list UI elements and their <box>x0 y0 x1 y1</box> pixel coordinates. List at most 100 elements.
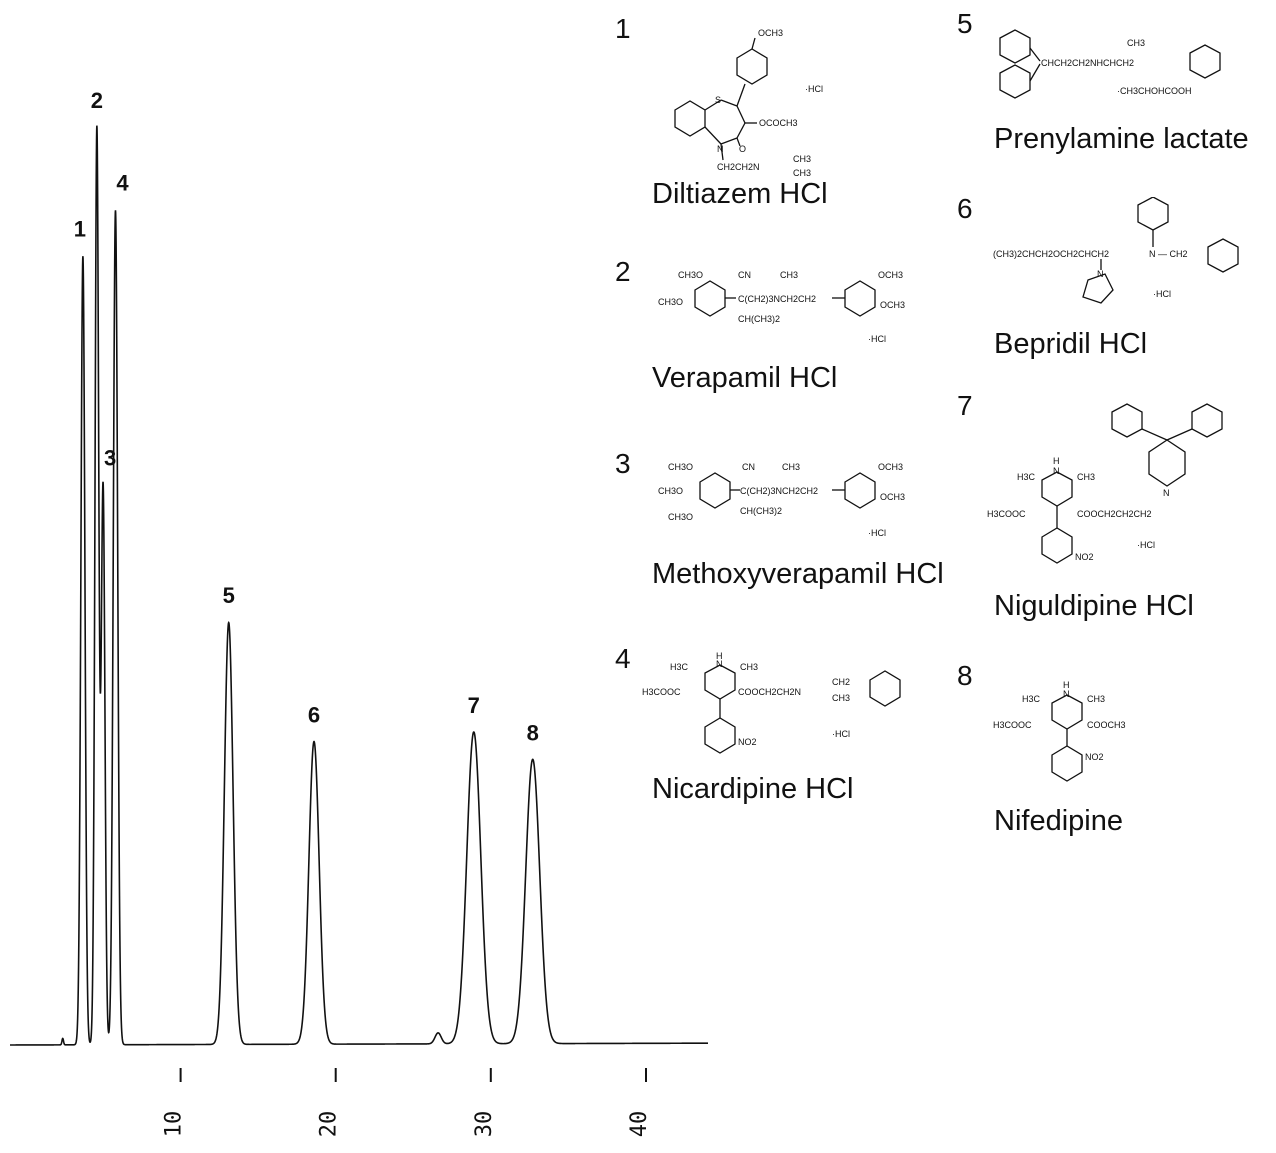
nicardipine-no2-text: NO2 <box>738 737 757 747</box>
compound-5-number: 5 <box>957 8 973 39</box>
compound-5-structure: CHCH2CH2NHCHCH2 CH3 ·CH3CHOHCOOH <box>999 29 1221 99</box>
nifedipine-ch3-text: CH3 <box>1087 694 1105 704</box>
verapamil-ch3o-top-text: CH3O <box>678 270 703 280</box>
compound-8: 8 H N H3C CH3 H3COOC COOCH3 NO2 Nifedipi… <box>957 662 1276 842</box>
compound-4-number: 4 <box>615 643 631 674</box>
compound-8-number: 8 <box>957 660 973 691</box>
verapamil-cn-text: CN <box>738 270 751 280</box>
niguldipine-no2-text: NO2 <box>1075 552 1094 562</box>
methoxyverapamil-ch3o-2-text: CH3O <box>658 486 683 496</box>
peak-label-4: 4 <box>116 171 129 196</box>
nifedipine-n-text: N <box>1063 689 1070 699</box>
diltiazem-och3-text: OCH3 <box>758 28 783 38</box>
methoxyverapamil-och3-top-text: OCH3 <box>878 462 903 472</box>
nicardipine-h3c-text: H3C <box>670 662 689 672</box>
verapamil-isopropyl-text: CH(CH3)2 <box>738 314 780 324</box>
chromatogram-trace-layer <box>10 125 708 1046</box>
peak-label-2: 2 <box>91 88 103 113</box>
x-tick-label-20: 20 <box>317 1111 342 1138</box>
niguldipine-n-text: N <box>1053 466 1060 476</box>
nicardipine-ch3b-text: CH3 <box>832 693 850 703</box>
verapamil-ch3-text: CH3 <box>780 270 798 280</box>
compound-7: 7 H N H3C CH3 H3COOC COOCH2CH2CH2 N NO2 … <box>957 392 1276 632</box>
diltiazem-hcl-text: ·HCl <box>805 84 823 94</box>
methoxyverapamil-och3-right-text: OCH3 <box>880 492 905 502</box>
diltiazem-s-text: S <box>715 95 721 105</box>
verapamil-och3-right-text: OCH3 <box>880 300 905 310</box>
compound-6: 6 (CH3)2CHCH2OCH2CHCH2 N — CH2 N ·HCl Be… <box>957 195 1276 365</box>
nifedipine-cooch3-text: COOCH3 <box>1087 720 1126 730</box>
compound-3-name: Methoxyverapamil HCl <box>652 558 944 590</box>
x-tick-label-30: 30 <box>472 1111 497 1138</box>
bepridil-n-text: N <box>1097 269 1104 279</box>
niguldipine-h3c-text: H3C <box>1017 472 1036 482</box>
methoxyverapamil-ch3o-1-text: CH3O <box>668 462 693 472</box>
nicardipine-h-text: H <box>716 651 723 661</box>
methoxyverapamil-ch3-text: CH3 <box>782 462 800 472</box>
compound-6-structure: (CH3)2CHCH2OCH2CHCH2 N — CH2 N ·HCl <box>993 197 1239 304</box>
verapamil-chain-text: C(CH2)3NCH2CH2 <box>738 294 816 304</box>
compound-1: 1 OCH3 S OCOCH3 ·HCl O N CH2CH2N CH3 CH3… <box>615 15 935 215</box>
nifedipine-h-text: H <box>1063 680 1070 690</box>
x-tick-label-40: 40 <box>627 1111 652 1138</box>
niguldipine-n2-text: N <box>1163 488 1170 498</box>
compound-6-name: Bepridil HCl <box>994 328 1148 360</box>
prenylamine-ch3-text: CH3 <box>1127 38 1145 48</box>
compound-1-structure: OCH3 S OCOCH3 ·HCl O N CH2CH2N CH3 CH3 <box>674 28 823 178</box>
compound-3-number: 3 <box>615 448 631 479</box>
diltiazem-ch3-bottom-text: CH3 <box>793 168 811 178</box>
compound-1-number: 1 <box>615 13 631 44</box>
peak-label-layer: 1 2 3 4 5 6 7 8 <box>74 88 539 746</box>
niguldipine-hcl-text: ·HCl <box>1137 540 1155 550</box>
diltiazem-ch3-top-text: CH3 <box>793 154 811 164</box>
bepridil-nch2-text: N — CH2 <box>1149 249 1188 259</box>
compound-3-structure: CH3O CH3O CH3O CN CH3 C(CH2)3NCH2CH2 CH(… <box>658 462 905 538</box>
verapamil-och3-top-text: OCH3 <box>878 270 903 280</box>
compound-5: 5 CHCH2CH2NHCHCH2 CH3 ·CH3CHOHCOOH Preny… <box>957 10 1276 160</box>
methoxyverapamil-isopropyl-text: CH(CH3)2 <box>740 506 782 516</box>
nicardipine-ch3-text: CH3 <box>740 662 758 672</box>
diltiazem-ococh3-text: OCOCH3 <box>759 118 798 128</box>
compound-7-name: Niguldipine HCl <box>994 590 1194 622</box>
bepridil-hcl-text: ·HCl <box>1153 289 1171 299</box>
compound-2-name: Verapamil HCl <box>652 362 838 394</box>
diltiazem-n-text: N <box>717 144 724 154</box>
peak-label-1: 1 <box>74 216 86 241</box>
compound-6-number: 6 <box>957 193 973 224</box>
peak-label-3: 3 <box>104 446 116 471</box>
compound-1-name: Diltiazem HCl <box>652 178 828 210</box>
peak-label-6: 6 <box>308 702 320 727</box>
compound-4: 4 H N H3C CH3 H3COOC COOCH2CH2N CH2 CH3 … <box>615 645 945 815</box>
nifedipine-h3c-text: H3C <box>1022 694 1041 704</box>
compound-2: 2 CH3O CH3O CN CH3 C(CH2)3NCH2CH2 CH(CH3… <box>615 258 945 398</box>
prenylamine-chain-text: CHCH2CH2NHCHCH2 <box>1041 58 1134 68</box>
x-tick-label-10: 10 <box>162 1111 187 1138</box>
nicardipine-n-text: N <box>716 659 723 669</box>
time-axis: 10 20 30 40 <box>162 1068 652 1137</box>
nifedipine-no2-text: NO2 <box>1085 752 1104 762</box>
verapamil-ch3o-left-text: CH3O <box>658 297 683 307</box>
compound-4-structure: H N H3C CH3 H3COOC COOCH2CH2N CH2 CH3 NO… <box>642 651 901 754</box>
chromatogram-trace <box>10 125 708 1046</box>
compound-2-number: 2 <box>615 256 631 287</box>
niguldipine-h3cooc-text: H3COOC <box>987 509 1026 519</box>
methoxyverapamil-cn-text: CN <box>742 462 755 472</box>
peak-label-8: 8 <box>527 721 539 746</box>
methoxyverapamil-hcl-text: ·HCl <box>868 528 886 538</box>
nicardipine-hcl-text: ·HCl <box>832 729 850 739</box>
niguldipine-ester-chain-text: COOCH2CH2CH2 <box>1077 509 1152 519</box>
chromatogram: 1 2 3 4 5 6 7 8 10 20 30 40 <box>10 88 708 1137</box>
diltiazem-o-text: O <box>739 144 746 154</box>
compound-7-number: 7 <box>957 390 973 421</box>
methoxyverapamil-ch3o-3-text: CH3O <box>668 512 693 522</box>
compound-2-structure: CH3O CH3O CN CH3 C(CH2)3NCH2CH2 CH(CH3)2… <box>658 270 905 344</box>
verapamil-hcl-text: ·HCl <box>868 334 886 344</box>
nicardipine-ester-chain-text: COOCH2CH2N <box>738 687 801 697</box>
compound-5-name: Prenylamine lactate <box>994 123 1249 155</box>
prenylamine-lactate-text: ·CH3CHOHCOOH <box>1117 86 1192 96</box>
peak-label-7: 7 <box>468 693 480 718</box>
compound-3: 3 CH3O CH3O CH3O CN CH3 C(CH2)3NCH2CH2 C… <box>615 450 975 595</box>
peak-label-5: 5 <box>223 583 235 608</box>
compound-8-name: Nifedipine <box>994 805 1123 837</box>
nicardipine-ch2-text: CH2 <box>832 677 850 687</box>
